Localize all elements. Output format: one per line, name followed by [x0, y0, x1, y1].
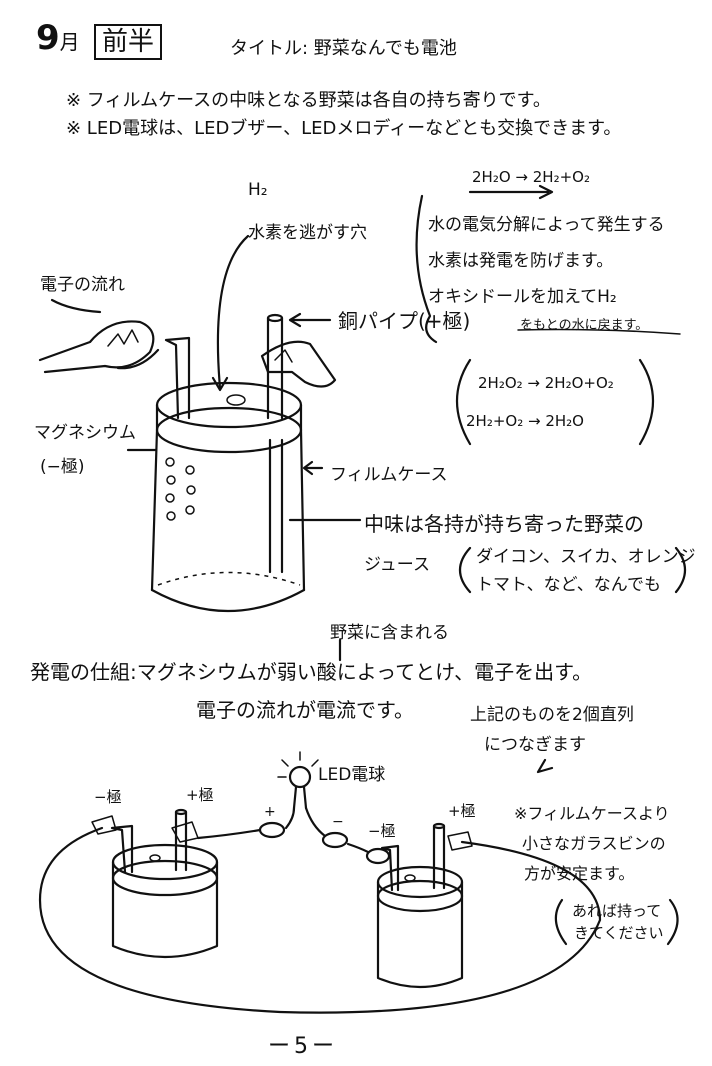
electron-flow-label: 電子の流れ	[40, 275, 125, 295]
film-case-label: フィルムケース	[330, 465, 448, 485]
equation-water-formation: 2H₂+O₂ → 2H₂O	[466, 412, 584, 430]
circuit-battery-left	[110, 808, 219, 959]
alligator-clip-right	[260, 340, 337, 388]
included-label: 野菜に含まれる	[330, 623, 449, 643]
hole-arrowhead	[211, 376, 229, 392]
note-led: ※ LED電球は、LEDブザー、LEDメロディーなどとも交換できます。	[66, 118, 622, 139]
series-pencil-mark	[536, 758, 554, 774]
magnesium-label: マグネシウム	[34, 423, 136, 443]
contents-list-line1: ダイコン、スイカ、オレンジ	[476, 547, 696, 567]
circuit-minus-pole-right: −極	[368, 822, 396, 840]
circuit-minus-pole-left: −極	[94, 788, 122, 806]
half-box: 前半	[94, 24, 163, 60]
water-note: をもとの水に戻ます。	[520, 318, 649, 333]
bottle-note-line2: 小さなガラスビンの	[522, 834, 666, 853]
series-line1: 上記のものを2個直列	[470, 705, 634, 725]
equation-peroxide: 2H₂O₂ → 2H₂O+O₂	[478, 374, 614, 392]
page-number: ー5ー	[268, 1034, 338, 1059]
contents-list-line2: トマト、など、なんでも	[476, 575, 661, 595]
equation-bracket	[455, 358, 655, 446]
eq1-underline-arrow	[468, 184, 554, 200]
contents-line1: 中味は各持が持ち寄った野菜の	[364, 512, 644, 536]
electron-flow-arrow2	[116, 348, 160, 370]
copper-pipe-label: 銅パイプ(+極)	[338, 309, 471, 333]
copper-pipe-arrowhead	[288, 312, 302, 328]
mechanism-line1: 発電の仕組:マグネシウムが弱い酸によってとけ、電子を出す。	[30, 660, 593, 684]
circuit-plus-pole-left: +極	[186, 786, 214, 804]
bring-note-bracket-left	[554, 898, 568, 946]
led-bulb-drawing	[277, 751, 319, 810]
h2-label: H₂	[248, 180, 268, 200]
led-bulb-label: LED電球	[318, 765, 386, 785]
magnesium-strip-drawing	[164, 336, 196, 521]
hydrogen-note-line2: 水素は発電を防げます。	[428, 251, 614, 271]
circuit-battery-right	[376, 822, 464, 989]
note-contents: ※ フィルムケースの中味となる野菜は各自の持ち寄りです。	[66, 90, 551, 111]
electron-flow-arrow	[50, 298, 102, 314]
contents-list-bracket	[458, 546, 687, 594]
film-case-battery-drawing	[150, 381, 306, 612]
circuit-wires	[38, 806, 602, 1014]
contents-line2: ジュース	[364, 555, 430, 575]
bring-note-bracket-right	[666, 898, 679, 946]
bottle-note-line3: 方が安定ます。	[524, 864, 635, 883]
month-number: 9月	[36, 18, 80, 58]
hole-pointer	[216, 234, 250, 390]
hydrogen-hole-label: 水素を逃がす穴	[248, 223, 367, 243]
copper-pipe-drawing	[266, 313, 284, 574]
mechanism-line2: 電子の流れが電流です。	[196, 698, 414, 722]
bring-note-line1: あれば持って	[572, 902, 662, 920]
hydrogen-note-line1: 水の電気分解によって発生する	[428, 215, 665, 235]
month-digit: 9	[36, 18, 60, 58]
minus-pole-label: (−極)	[40, 457, 85, 477]
film-case-arrowhead	[302, 460, 314, 476]
page-title: タイトル: 野菜なんでも電池	[230, 38, 457, 59]
bring-note-line2: きてください	[574, 924, 664, 942]
alligator-clip-left	[38, 320, 155, 374]
equation-water-electrolysis: 2H₂O → 2H₂+O₂	[472, 168, 590, 186]
water-note-underline	[517, 328, 681, 335]
hydrogen-note-bracket	[415, 194, 438, 344]
hydrogen-note-line3: オキシドールを加えてH₂	[428, 287, 617, 307]
circuit-minus-sign: −	[332, 814, 344, 830]
bottle-note-line1: ※フィルムケースより	[514, 804, 670, 823]
circuit-plus-sign: +	[264, 804, 276, 820]
series-line2: につなぎます	[484, 735, 586, 755]
month-unit: 月	[59, 30, 80, 54]
circuit-plus-pole-right: +極	[448, 802, 476, 820]
